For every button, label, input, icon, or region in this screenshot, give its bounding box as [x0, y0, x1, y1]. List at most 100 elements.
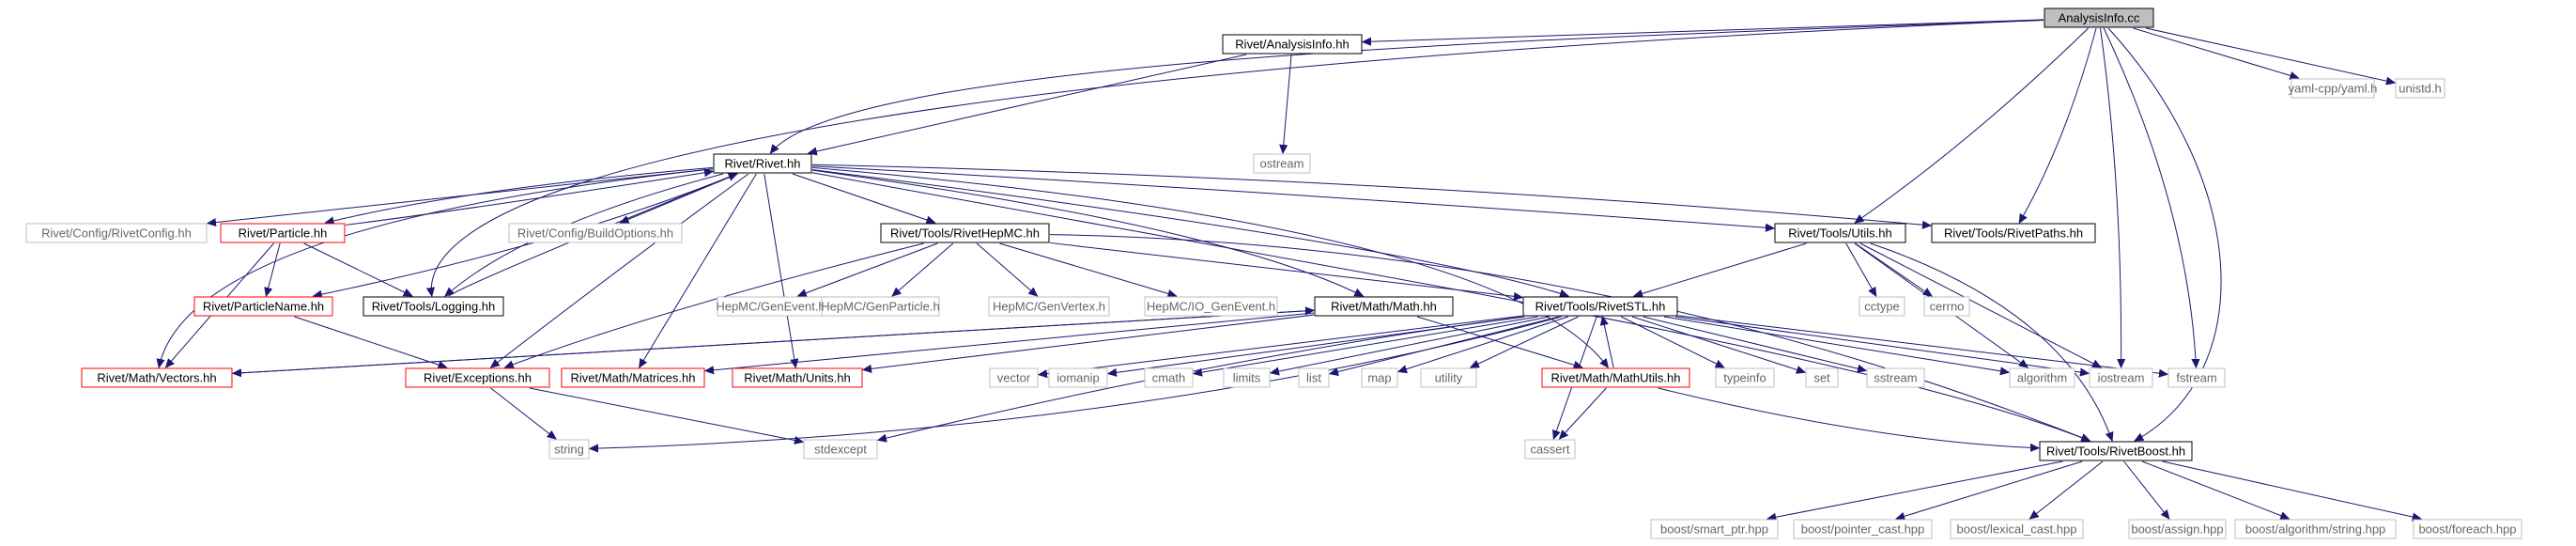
edge-n2-to-n34 — [811, 169, 1363, 296]
edge-n41-to-n43 — [1855, 242, 1932, 296]
node-n21: fstream — [2167, 367, 2226, 388]
edge-n36-to-n34 — [232, 310, 1314, 374]
node-n15: typeinfo — [1715, 367, 1775, 388]
node-label: Rivet/Math/Units.hh — [744, 371, 850, 385]
node-n46[interactable]: Rivet/Tools/RivetPaths.hh — [1931, 223, 2096, 243]
node-label: utility — [1435, 371, 1463, 385]
node-box — [2128, 519, 2227, 539]
node-label: Rivet/Math/Math.hh — [1331, 300, 1437, 314]
node-n5[interactable]: Rivet/Tools/RivetSTL.hh — [1522, 296, 1678, 317]
edge-n22-to-n28 — [2162, 460, 2421, 519]
node-n1[interactable]: Rivet/AnalysisInfo.hh — [1222, 34, 1363, 55]
edge-n5-to-n10 — [1398, 316, 1569, 372]
edge-n0-to-n22 — [2107, 27, 2222, 441]
node-n29[interactable]: Rivet/Tools/RivetHepMC.hh — [880, 223, 1050, 243]
node-n0[interactable]: AnalysisInfo.cc — [2044, 8, 2154, 28]
node-n30: HepMC/GenEvent.h — [716, 296, 825, 317]
node-label: Rivet/Tools/Logging.hh — [372, 300, 496, 314]
node-n44[interactable]: Rivet/Particle.hh — [220, 223, 346, 243]
edge-n40-to-n6 — [490, 387, 556, 439]
edge-n40-to-n13 — [529, 387, 803, 442]
node-label: set — [1813, 371, 1830, 385]
node-box — [732, 367, 863, 388]
edge-n1-to-n47 — [1283, 54, 1292, 153]
edge-n5-to-n17 — [1194, 316, 1538, 374]
edge-n22-to-n24 — [1896, 460, 2083, 519]
node-n49: unistd.h — [2395, 78, 2445, 99]
edge-n2-to-n38 — [764, 173, 795, 367]
node-n45[interactable]: Rivet/ParticleName.hh — [193, 296, 333, 317]
node-n39[interactable]: Rivet/Tools/Logging.hh — [362, 296, 504, 317]
node-label: Rivet/Math/Vectors.hh — [97, 371, 216, 385]
node-n32: HepMC/GenVertex.h — [988, 296, 1110, 317]
node-label: Rivet/Rivet.hh — [725, 157, 801, 171]
node-label: map — [1367, 371, 1391, 385]
edge-n5-to-n11 — [1471, 316, 1579, 367]
node-box — [548, 439, 590, 460]
node-n40[interactable]: Rivet/Exceptions.hh — [405, 367, 550, 388]
node-box — [1522, 296, 1678, 317]
node-box — [821, 296, 940, 317]
node-box — [2413, 519, 2522, 539]
node-label: HepMC/GenEvent.h — [716, 300, 825, 314]
edge-n39-to-n2 — [448, 174, 737, 297]
edge-n2-to-n29 — [792, 173, 934, 223]
edge-n41-to-n42 — [1845, 242, 1876, 296]
node-n41[interactable]: Rivet/Tools/Utils.hh — [1774, 223, 1906, 243]
edge-n44-to-n2 — [345, 171, 713, 226]
edge-n34-to-n37 — [705, 312, 1315, 371]
node-n24: boost/pointer_cast.hpp — [1793, 519, 1933, 539]
node-n34[interactable]: Rivet/Math/Math.hh — [1314, 296, 1454, 317]
node-box — [2089, 367, 2153, 388]
edge-n0-to-n1 — [1363, 19, 2044, 42]
node-label: HepMC/GenParticle.h — [821, 300, 939, 314]
edge-n44-to-n39 — [303, 242, 412, 296]
node-label: yaml-cpp/yaml.h — [2289, 82, 2378, 96]
node-n22[interactable]: Rivet/Tools/RivetBoost.hh — [2039, 441, 2193, 461]
edge-n2-to-n46 — [811, 164, 1931, 226]
node-label: Rivet/AnalysisInfo.hh — [1235, 38, 1349, 52]
edge-n29-to-n5 — [1049, 242, 1522, 297]
node-box — [989, 367, 1039, 388]
edge-n29-to-n30 — [798, 242, 938, 296]
node-box — [1420, 367, 1477, 388]
node-box — [1805, 367, 1839, 388]
node-box — [2291, 78, 2375, 99]
node-label: Rivet/ParticleName.hh — [203, 300, 324, 314]
edge-n35-to-n22 — [1658, 387, 2039, 448]
node-box — [2234, 519, 2397, 539]
edge-n5-to-n20 — [1643, 316, 1866, 370]
node-label: stdexcept — [814, 443, 867, 457]
node-n38[interactable]: Rivet/Math/Units.hh — [732, 367, 863, 388]
edge-n0-to-n41 — [1855, 27, 2090, 223]
node-box — [193, 296, 333, 317]
node-n11: utility — [1420, 367, 1477, 388]
edge-n5-to-n8 — [1632, 316, 1805, 372]
node-box — [1222, 34, 1363, 55]
node-n2[interactable]: Rivet/Rivet.hh — [713, 153, 812, 174]
node-layer: AnalysisInfo.ccRivet/AnalysisInfo.hhRive… — [25, 8, 2522, 539]
node-label: string — [554, 443, 584, 457]
node-n35[interactable]: Rivet/Math/MathUtils.hh — [1541, 367, 1690, 388]
edge-n2-to-n22 — [811, 172, 2090, 441]
node-n36[interactable]: Rivet/Math/Vectors.hh — [81, 367, 233, 388]
edge-n45-to-n40 — [294, 316, 447, 367]
node-box — [1950, 519, 2084, 539]
node-label: sstream — [1874, 371, 1917, 385]
node-box — [220, 223, 346, 243]
node-label: cerrno — [1930, 300, 1965, 314]
node-n43: cerrno — [1923, 296, 1970, 317]
edge-n29-to-n32 — [976, 242, 1037, 296]
edge-n22-to-n25 — [2029, 460, 2104, 519]
node-n28: boost/foreach.hpp — [2413, 519, 2522, 539]
edge-n34-to-n38 — [863, 314, 1315, 369]
node-label: fstream — [2176, 371, 2216, 385]
node-n37[interactable]: Rivet/Math/Matrices.hh — [561, 367, 705, 388]
node-box — [362, 296, 504, 317]
node-box — [1253, 153, 1311, 174]
node-label: vector — [997, 371, 1031, 385]
node-n9: list — [1298, 367, 1330, 388]
node-label: boost/lexical_cast.hpp — [1957, 523, 2077, 537]
node-box — [1223, 367, 1271, 388]
node-n16: iomanip — [1048, 367, 1108, 388]
